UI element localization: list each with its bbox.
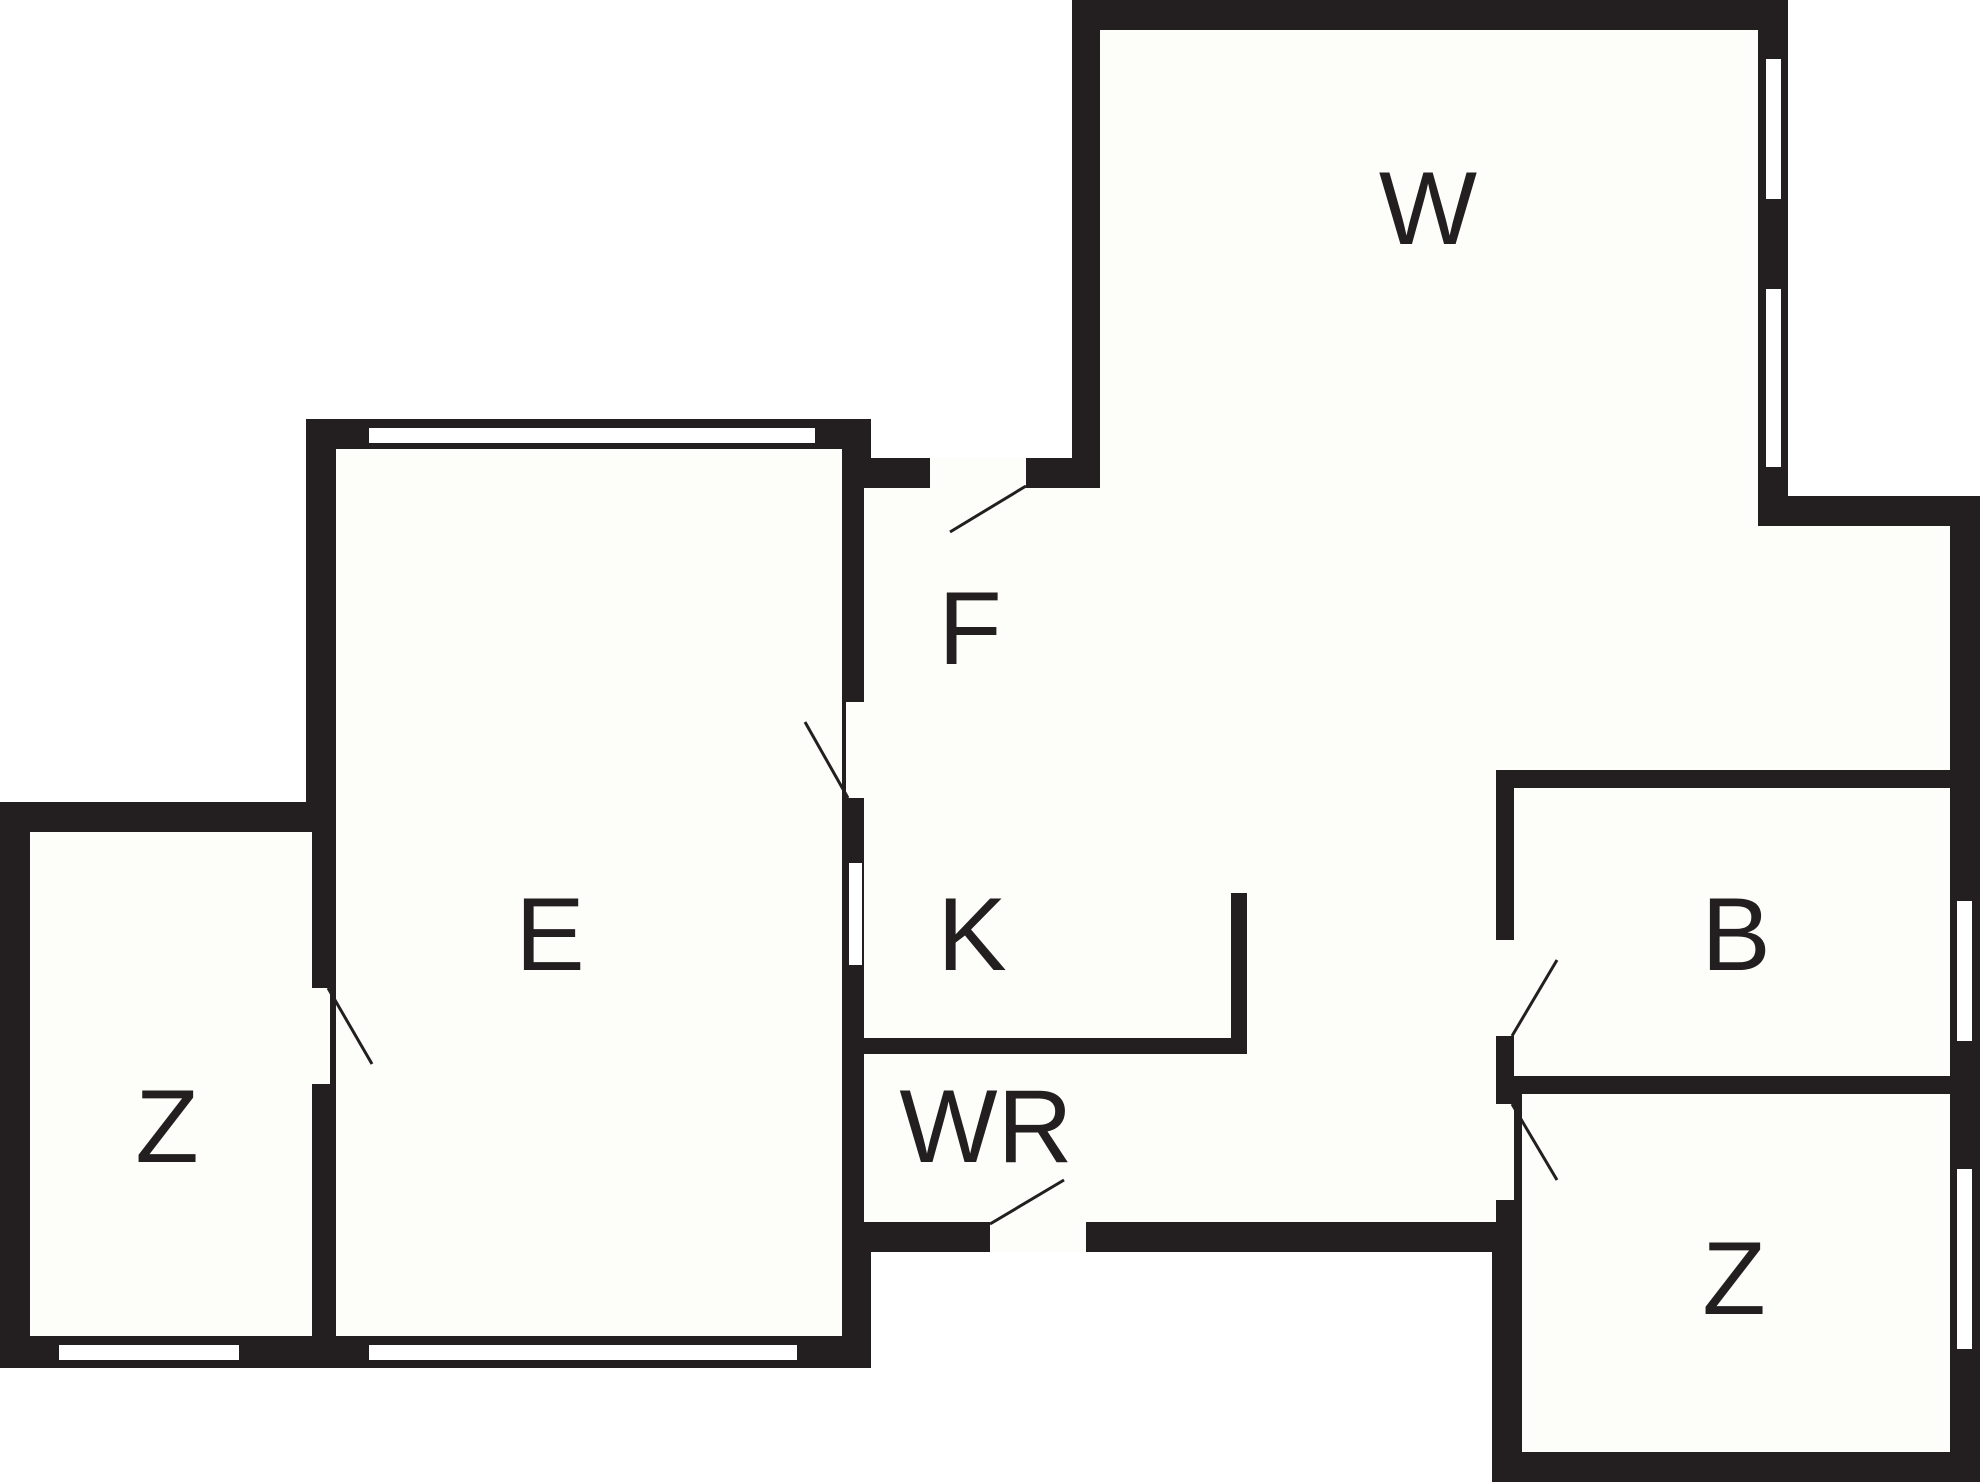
door-swings	[326, 484, 1559, 1226]
door-swing-f	[949, 484, 1027, 534]
window-z-right	[1955, 1167, 1974, 1351]
wall-b-z	[1514, 1076, 1950, 1094]
floor-b	[1514, 788, 1950, 1076]
room-label-f: F	[938, 571, 1002, 687]
window-e-k-glass	[847, 861, 864, 967]
room-label-k: K	[937, 877, 1006, 993]
windows	[57, 57, 1974, 1362]
window-b-right	[1955, 899, 1974, 1043]
window-e-bottom	[367, 1343, 799, 1362]
wall-b-top	[1496, 770, 1950, 788]
room-label-b: B	[1701, 877, 1770, 993]
wall-k-wr	[864, 1038, 1247, 1054]
room-label-w: W	[1379, 151, 1477, 267]
wall-k-stub	[1231, 893, 1247, 1054]
door-swing-e-k	[803, 721, 850, 799]
door-gap-wr-bottom	[990, 1222, 1086, 1252]
floor-e	[336, 449, 842, 1336]
room-label-wr: WR	[899, 1069, 1072, 1185]
window-w-right-2	[1764, 287, 1783, 469]
door-gap-z-e	[312, 988, 330, 1084]
room-label-z-right: Z	[1702, 1221, 1766, 1337]
floor-main	[864, 30, 1950, 1222]
floor-z-right	[1522, 1094, 1950, 1452]
door-swing-z-e	[326, 987, 374, 1065]
door-openings	[312, 458, 1514, 1252]
room-label-z-left: Z	[135, 1069, 199, 1185]
wall-e-k	[846, 488, 864, 1224]
floors	[30, 30, 1950, 1452]
window-e-top	[367, 426, 817, 445]
window-z-bottom	[57, 1343, 241, 1362]
door-swing-z-right	[1510, 1103, 1559, 1181]
door-gap-z-right	[1496, 1104, 1514, 1200]
door-gap-b	[1496, 940, 1514, 1036]
door-swing-wr	[989, 1178, 1065, 1226]
room-label-e: E	[515, 877, 584, 993]
room-labels: Z E F K WR W B Z	[135, 151, 1770, 1337]
door-gap-e-k	[846, 702, 864, 798]
door-gap-f-top	[930, 458, 1026, 488]
window-w-right-1	[1764, 57, 1783, 201]
floor-z-left	[30, 832, 312, 1336]
door-swing-b	[1510, 959, 1559, 1037]
